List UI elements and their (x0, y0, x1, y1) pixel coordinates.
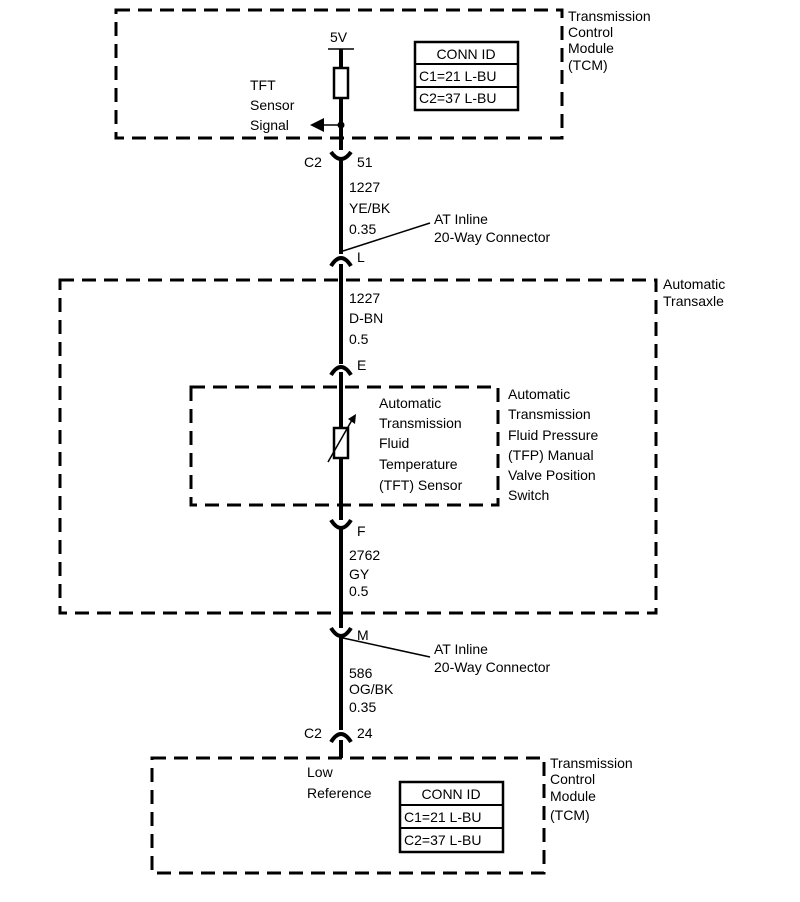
tfp-label-6: Switch (508, 487, 549, 503)
bottom-tcm-name-1: Transmission (550, 755, 633, 771)
bottom-conn-id-row-1: C1=21 L-BU (404, 809, 481, 825)
low-reference-label-2: Reference (307, 785, 372, 801)
tfp-switch-box (189, 385, 500, 507)
inline-l-pin: L (357, 249, 365, 265)
wire-2-color: D-BN (349, 310, 383, 326)
tfp-label-4: (TFP) Manual (508, 447, 594, 463)
connector-f-pin: F (357, 523, 366, 539)
inline-m-pin: M (357, 627, 369, 643)
transaxle-label-2: Transaxle (663, 293, 724, 309)
tft-thermistor-icon (332, 426, 350, 460)
tft-label-4: Temperature (379, 456, 458, 472)
c2-51-connector-icon (329, 150, 353, 161)
pullup-resistor (332, 66, 350, 100)
connector-e-icon (329, 365, 353, 377)
bottom-conn-id-table: CONN ID C1=21 L-BU C2=37 L-BU (398, 780, 505, 854)
c2-24-connector-icon (329, 732, 353, 744)
top-tcm-name-2: Control (568, 24, 613, 40)
top-conn-id-header: CONN ID (436, 46, 495, 62)
top-conn-id-table: CONN ID C1=21 L-BU C2=37 L-BU (413, 40, 520, 112)
wire-4-circuit: 586 (349, 665, 373, 681)
tfp-label-2: Transmission (508, 406, 591, 422)
tfp-label-5: Valve Position (508, 467, 596, 483)
wire-1-gauge: 0.35 (349, 221, 376, 237)
c2-24-conn-label: C2 (304, 725, 322, 741)
inline-l-label-1: AT Inline (434, 211, 488, 227)
wire-1-color: YE/BK (349, 200, 391, 216)
top-tcm-name-3: Module (568, 40, 614, 56)
thermistor-arrow-line (327, 419, 353, 463)
connector-e-pin: E (357, 357, 366, 373)
top-conn-id-row-2: C2=37 L-BU (419, 90, 496, 106)
top-conn-id-row-1: C1=21 L-BU (419, 68, 496, 84)
inline-l-leader (342, 222, 431, 252)
thermistor-arrow-head (348, 414, 356, 424)
c2-24-pin-label: 24 (357, 725, 373, 741)
wire-2-gauge: 0.5 (349, 331, 369, 347)
tft-signal-label-3: Signal (250, 117, 289, 133)
inline-m-label-1: AT Inline (434, 641, 488, 657)
connector-f-icon (329, 518, 353, 530)
inline-m-leader (342, 637, 431, 658)
tft-label-3: Fluid (379, 435, 409, 451)
inline-m-connector-icon (329, 626, 353, 638)
tft-signal-label-1: TFT (250, 77, 276, 93)
bottom-tcm-name-4: (TCM) (550, 807, 590, 823)
wire-2-circuit: 1227 (349, 290, 380, 306)
signal-arrow-icon (310, 118, 324, 132)
top-tcm-name-1: Transmission (568, 8, 651, 24)
wire-3-circuit: 2762 (349, 547, 380, 563)
bottom-tcm-name-3: Module (550, 788, 596, 804)
bottom-conn-id-row-2: C2=37 L-BU (404, 832, 481, 848)
bottom-tcm-box (150, 756, 546, 875)
wire-1-circuit: 1227 (349, 179, 380, 195)
bottom-tcm-name-2: Control (550, 771, 595, 787)
supply-voltage-label: 5V (330, 29, 348, 45)
tfp-label-3: Fluid Pressure (508, 427, 598, 443)
top-tcm-name-4: (TCM) (568, 57, 608, 73)
inline-l-label-2: 20-Way Connector (434, 229, 551, 245)
inline-l-connector-icon (329, 256, 353, 268)
bottom-conn-id-header: CONN ID (421, 786, 480, 802)
c2-51-conn-label: C2 (304, 154, 322, 170)
tft-label-1: Automatic (379, 395, 441, 411)
transaxle-box (58, 278, 658, 615)
wire-4-gauge: 0.35 (349, 699, 376, 715)
tft-label-2: Transmission (379, 415, 462, 431)
wire-3-color: GY (349, 566, 370, 582)
transaxle-label-1: Automatic (663, 276, 725, 292)
tft-label-5: (TFT) Sensor (379, 477, 463, 493)
c2-51-pin-label: 51 (357, 154, 373, 170)
inline-m-label-2: 20-Way Connector (434, 659, 551, 675)
tfp-label-1: Automatic (508, 386, 570, 402)
low-reference-label-1: Low (307, 764, 334, 780)
wire-3-gauge: 0.5 (349, 583, 369, 599)
tft-signal-label-2: Sensor (250, 97, 295, 113)
wire-4-color: OG/BK (349, 681, 394, 697)
